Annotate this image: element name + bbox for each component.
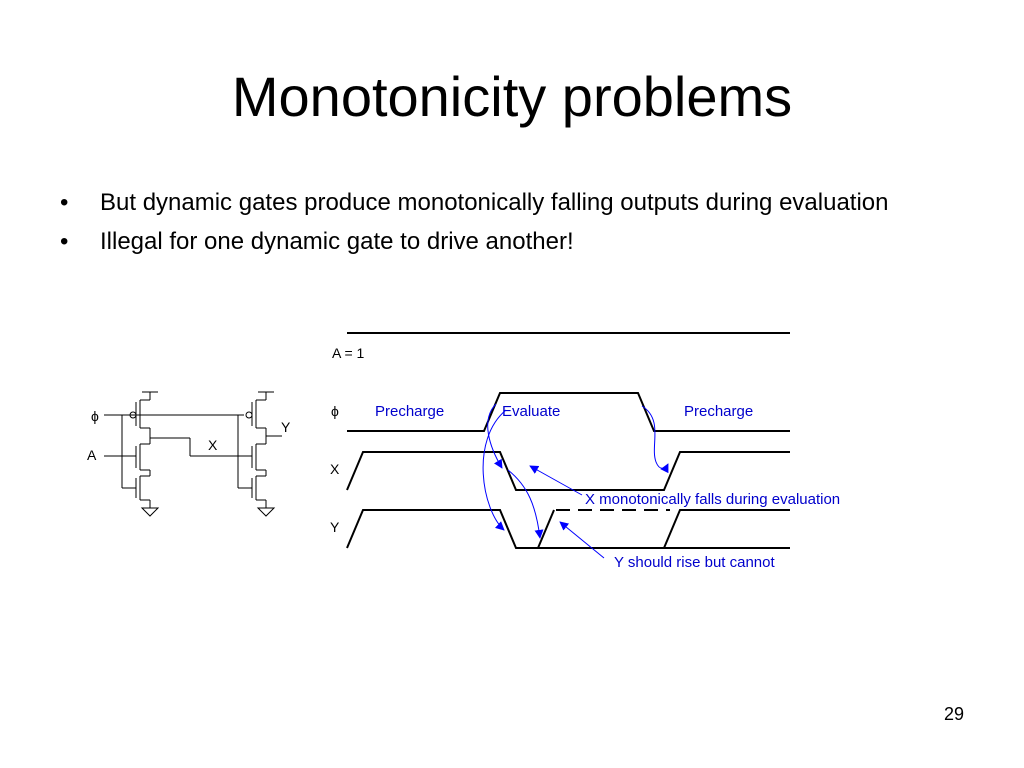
phase-label-precharge-1: Precharge [375,403,444,420]
timing-diagram: A = 1 ϕ X Y Precharge Evaluate Precharge [330,332,840,571]
x-waveform [346,451,790,491]
causal-arrow-phi-to-x [487,403,503,469]
circuit-y-label: Y [281,419,291,435]
circuit-a-label: A [87,447,97,463]
phi-signal-label: ϕ [331,403,339,419]
page-number: 29 [943,704,964,724]
annotation-x-pointer [529,465,583,496]
a-signal-label: A = 1 [332,345,365,361]
stage-2 [237,391,282,517]
annotation-y-text: Y should rise but cannot [614,554,775,571]
annotation-x-text: X monotonically falls during evaluation [585,491,840,508]
phase-label-evaluate: Evaluate [502,403,560,420]
x-signal-label: X [330,461,340,477]
domino-circuit: ϕ A X Y [87,391,291,517]
slide-title: Monotonicity problems [231,65,793,128]
y-attempted-rise [537,509,555,549]
causal-arrow-phi-to-x-precharge [641,405,669,474]
y-waveform [346,509,538,549]
circuit-phi-label: ϕ [91,408,99,424]
circuit-x-label: X [208,437,218,453]
phi-waveform [347,392,790,432]
phase-label-precharge-2: Precharge [684,403,753,420]
causal-arrow-phi-to-y [482,409,507,531]
stage-1 [104,391,190,517]
bullet-list: But dynamic gates produce monotonically … [60,185,960,263]
causal-arrow-x-to-y [507,469,544,539]
bullet-item: But dynamic gates produce monotonically … [60,185,960,220]
bullet-item: Illegal for one dynamic gate to drive an… [60,224,960,259]
annotation-y-pointer [559,521,605,559]
y-signal-label: Y [330,519,340,535]
y-waveform-late [663,509,790,549]
